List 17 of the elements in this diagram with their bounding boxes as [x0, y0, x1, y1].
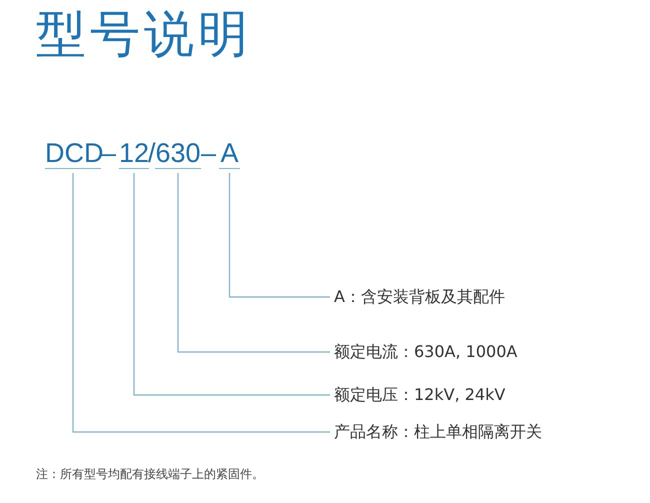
- description-text: 额定电流：630A, 1000A: [334, 341, 518, 363]
- model-code-segment: 630: [155, 138, 201, 169]
- separator: –: [201, 138, 216, 168]
- leader-line: [177, 173, 330, 353]
- model-code-segment: DCD: [45, 138, 101, 169]
- model-code-segment: 12: [119, 138, 149, 169]
- description-text: 产品名称：柱上单相隔离开关: [334, 421, 542, 443]
- title: 型号说明: [36, 4, 252, 64]
- description-text: A：含安装背板及其配件: [334, 286, 505, 308]
- leader-line: [72, 173, 330, 433]
- model-code-segment: A: [219, 138, 240, 169]
- leader-line: [228, 173, 330, 298]
- separator: –: [101, 138, 116, 168]
- leader-line: [133, 173, 330, 396]
- description-text: 额定电压：12kV, 24kV: [334, 384, 506, 406]
- separator: /: [148, 138, 156, 168]
- note: 注：所有型号均配有接线端子上的紧固件。: [36, 466, 264, 482]
